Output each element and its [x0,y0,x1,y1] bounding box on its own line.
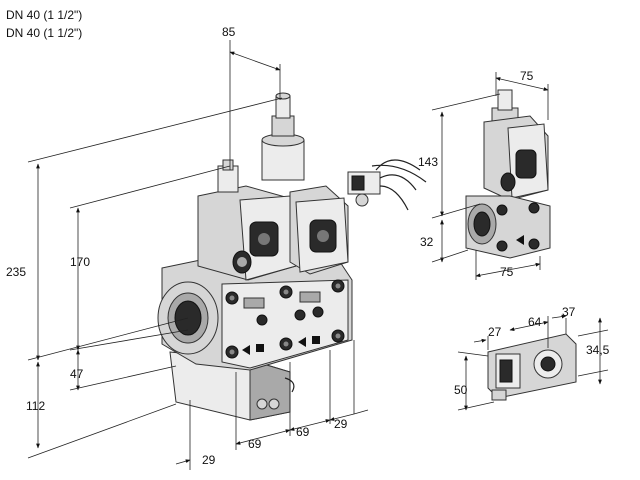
main-valve-assembly [157,92,353,421]
plug-connector-small [347,159,427,211]
dim-29-right-label: 29 [334,417,348,431]
solenoid-coil-left [197,159,297,281]
dim-75-top-label: 75 [520,69,534,83]
dimension-labels: 85 235 170 47 112 29 69 69 29 75 143 32 … [6,25,610,467]
dim-32-label: 32 [420,235,434,249]
dim-235-label: 235 [6,265,26,279]
dim-34-5-label: 34,5 [586,343,610,357]
dim-85-label: 85 [222,25,236,39]
dim-50-label: 50 [454,383,468,397]
title-line-2: DN 40 (1 1/2") [6,26,83,40]
dim-64-label: 64 [528,315,542,329]
title-block: DN 40 (1 1/2") DN 40 (1 1/2") [6,6,82,42]
dim-37-label: 37 [562,305,576,319]
flange-bolts [225,279,345,359]
dim-75-bottom-label: 75 [500,265,514,279]
dim-170-label: 170 [70,255,90,269]
side-valve-view [465,89,551,259]
dim-29-bottom-label: 29 [202,453,216,467]
dimension-lines [27,40,609,470]
dim-112-label: 112 [26,399,45,413]
dim-69-right-label: 69 [296,425,310,439]
title-line-1: DN 40 (1 1/2") [6,8,83,22]
plug-detail-view [487,333,577,401]
dim-69-left-label: 69 [248,437,262,451]
dim-143-label: 143 [418,155,438,169]
dim-27-label: 27 [488,325,502,339]
solenoid-coil-right [289,185,349,275]
test-ports [242,291,324,355]
dim-47-label: 47 [70,367,84,381]
rear-actuator-tower [261,92,305,181]
